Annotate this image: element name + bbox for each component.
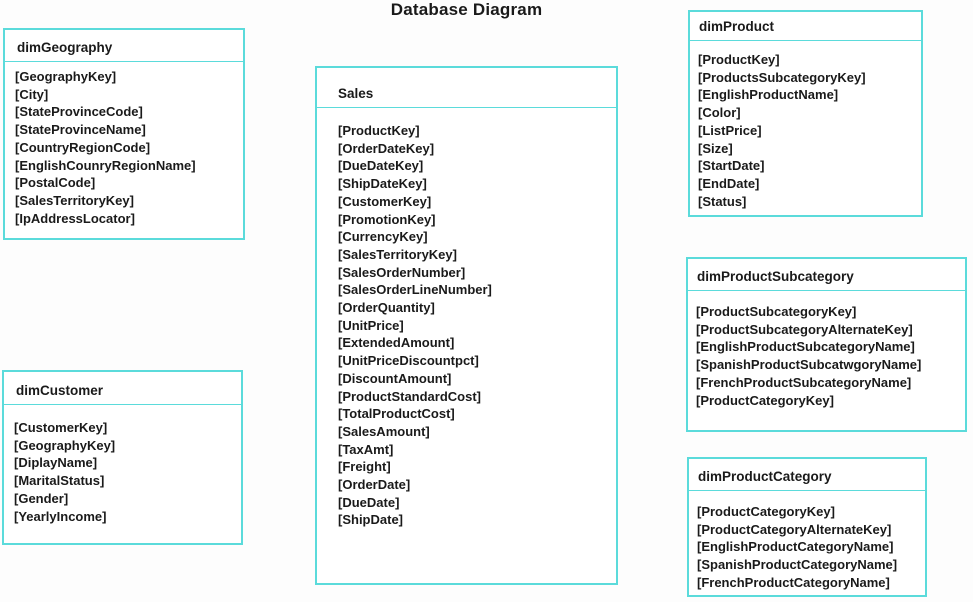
column-name: [EnglishProductName] — [698, 87, 839, 103]
column-name: [DueDate] — [338, 494, 400, 510]
table-field-list: [GeographyKey] [City] [StateProvinceCode… — [5, 62, 243, 227]
diagram-title: Database Diagram — [390, 0, 543, 19]
column-name: [ShipDate] — [338, 512, 403, 528]
column-name: [EndDate] — [698, 175, 760, 191]
column-name: [YearlyIncome] — [14, 508, 107, 524]
column-name: [CountryRegionCode] — [15, 139, 151, 155]
table-title: dimGeography — [5, 30, 243, 62]
column-name: [IpAddressLocator] — [15, 210, 135, 226]
column-name: [FrenchProductSubcategoryName] — [696, 374, 912, 390]
column-name: [StateProvinceCode] — [15, 104, 143, 120]
table-dimcustomer: dimCustomer [CustomerKey] [GeographyKey]… — [2, 370, 243, 545]
column-name: [Status] — [698, 193, 747, 209]
table-dimgeography: dimGeography [GeographyKey] [City] [Stat… — [3, 28, 245, 240]
column-name: [PromotionKey] — [338, 211, 436, 227]
column-name: [UnitPrice] — [338, 317, 404, 333]
column-name: [ProductKey] — [338, 123, 420, 138]
column-name: [EnglishProductCategoryName] — [697, 539, 894, 555]
column-name: [OrderDateKey] — [338, 140, 435, 156]
column-name: [ProductCategoryAlternateKey] — [697, 521, 892, 537]
column-name: [StateProvinceName] — [15, 122, 146, 138]
table-field-list: [ProductCategoryKey] [ProductCategoryAlt… — [689, 491, 925, 592]
column-name: [Gender] — [14, 490, 69, 506]
column-name: [GeographyKey] — [15, 69, 117, 84]
table-field-list: [CustomerKey] [GeographyKey] [DiplayName… — [4, 405, 241, 525]
column-name: [UnitPriceDiscountpct] — [338, 353, 479, 369]
table-sales: Sales [ProductKey] [OrderDateKey] [DueDa… — [315, 66, 618, 585]
column-name: [SpanishProductSubcatwgoryName] — [696, 357, 922, 373]
column-name: [Freight] — [338, 459, 391, 475]
column-name: [OrderQuantity] — [338, 300, 435, 316]
table-dimproductcategory: dimProductCategory [ProductCategoryKey] … — [687, 457, 927, 597]
column-name: [CurrencyKey] — [338, 229, 428, 245]
column-name: [ProductStandardCost] — [338, 388, 481, 404]
column-name: [SalesAmount] — [338, 423, 430, 439]
column-name: [EnglishCounryRegionName] — [15, 157, 196, 173]
column-name: [ShipDateKey] — [338, 176, 427, 192]
column-name: [StartDate] — [698, 158, 765, 174]
table-dimproductsubcategory: dimProductSubcategory [ProductSubcategor… — [686, 257, 967, 432]
column-name: [City] — [15, 86, 49, 102]
table-title: dimProductCategory — [689, 459, 925, 491]
column-name: [ProductCategoryKey] — [696, 392, 834, 408]
table-title: dimProduct — [690, 12, 921, 41]
column-name: [ProductCategoryKey] — [697, 504, 835, 519]
column-name: [ProductSubcategoryAlternateKey] — [696, 321, 913, 337]
table-title: dimCustomer — [4, 372, 241, 405]
column-name: [Color] — [698, 105, 741, 121]
column-name: [ListPrice] — [698, 122, 762, 138]
table-field-list: [ProductKey] [OrderDateKey] [DueDateKey]… — [317, 108, 616, 529]
column-name: [EnglishProductSubcategoryName] — [696, 339, 915, 355]
table-title: dimProductSubcategory — [688, 259, 965, 291]
column-name: [SpanishProductCategoryName] — [697, 557, 898, 573]
column-name: [ExtendedAmount] — [338, 335, 455, 351]
column-name: [ProductKey] — [698, 52, 780, 67]
column-name: [OrderDate] — [338, 477, 411, 493]
column-name: [SalesTerritoryKey] — [15, 192, 134, 208]
column-name: [CustomerKey] — [14, 420, 108, 435]
table-title: Sales — [317, 68, 616, 108]
table-field-list: [ProductSubcategoryKey] [ProductSubcateg… — [688, 291, 965, 409]
column-name: [ProductsSubcategoryKey] — [698, 69, 866, 85]
column-name: [FrenchProductCategoryName] — [697, 574, 890, 590]
column-name: [DueDateKey] — [338, 158, 424, 174]
column-name: [GeographyKey] — [14, 437, 116, 453]
column-name: [PostalCode] — [15, 175, 96, 191]
column-name: [TotalProductCost] — [338, 406, 455, 422]
column-name: [ProductSubcategoryKey] — [696, 304, 857, 319]
column-name: [SalesOrderNumber] — [338, 264, 466, 280]
table-dimproduct: dimProduct [ProductKey] [ProductsSubcate… — [688, 10, 923, 217]
column-name: [TaxAmt] — [338, 441, 394, 457]
column-name: [SalesTerritoryKey] — [338, 246, 457, 262]
column-name: [SalesOrderLineNumber] — [338, 282, 492, 298]
column-name: [MaritalStatus] — [14, 473, 105, 489]
column-name: [CustomerKey] — [338, 193, 432, 209]
column-name: [DiplayName] — [14, 455, 98, 471]
table-field-list: [ProductKey] [ProductsSubcategoryKey] [E… — [690, 41, 921, 210]
column-name: [DiscountAmount] — [338, 370, 452, 386]
column-name: [Size] — [698, 140, 733, 156]
